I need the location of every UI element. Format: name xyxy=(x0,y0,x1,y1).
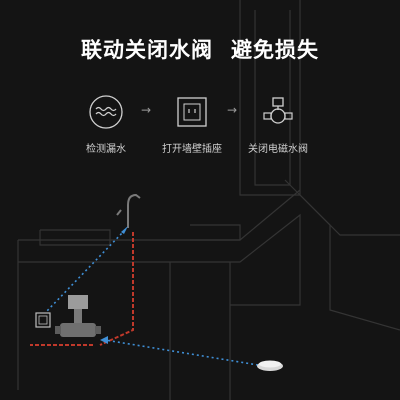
step-label: 检测漏水 xyxy=(86,144,126,155)
solenoid-valve-icon xyxy=(258,92,298,132)
step-label: 关闭电磁水阀 xyxy=(248,144,308,155)
signal-lines xyxy=(45,229,259,366)
step-label: 打开墙壁插座 xyxy=(162,144,222,155)
arrow-icon: → xyxy=(227,103,238,117)
solenoid-valve xyxy=(55,295,101,337)
wall-socket-icon xyxy=(172,92,212,132)
headline-part-2: 避免损失 xyxy=(231,38,319,62)
arrow-icon: → xyxy=(141,103,152,117)
faucet xyxy=(116,193,141,228)
step-open-socket: 打开墙壁插座 xyxy=(152,92,232,155)
step-detect-leak: 检测漏水 xyxy=(66,92,146,155)
signal-arrow-head xyxy=(100,336,108,344)
water-leak-icon xyxy=(86,92,126,132)
room-outline xyxy=(17,0,400,400)
headline-part-1: 联动关闭水阀 xyxy=(81,38,213,62)
signal-arrow-head xyxy=(121,226,128,234)
wall-socket xyxy=(35,312,51,328)
water-pipe-path xyxy=(30,232,134,346)
headline: 联动关闭水阀避免损失 xyxy=(0,34,400,64)
step-close-valve: 关闭电磁水阀 xyxy=(238,92,318,155)
leak-sensor xyxy=(257,360,283,371)
